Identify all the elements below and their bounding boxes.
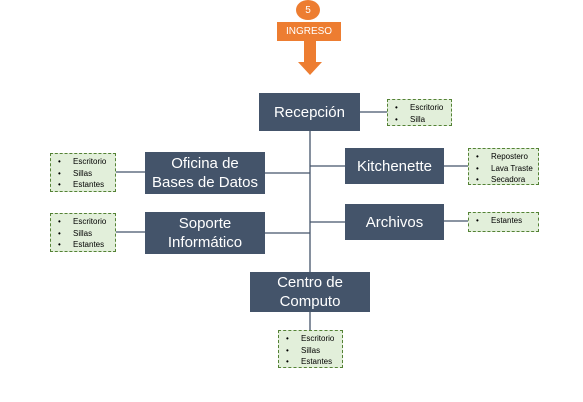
furniture-item: Escritorio <box>55 156 111 168</box>
furniture-item: Sillas <box>283 345 338 357</box>
furniture-item: Estantes <box>473 215 534 227</box>
furniture-item: Escritorio <box>283 333 338 345</box>
entry-arrow-shaft <box>304 41 316 64</box>
room-centro-label-line1: Centro de <box>277 274 343 291</box>
furniture-note-soporte: Escritorio Sillas Estantes <box>50 213 116 252</box>
room-kitchenette: Kitchenette <box>345 148 444 184</box>
room-oficina-label-line1: Oficina de <box>171 155 239 172</box>
furniture-note-kitchenette: Repostero Lava Traste Secadora <box>468 148 539 185</box>
furniture-item: Lava Traste <box>473 163 534 175</box>
furniture-item: Estantes <box>283 356 338 368</box>
room-kitchenette-label: Kitchenette <box>356 157 433 175</box>
entry-label: INGRESO <box>277 22 341 41</box>
step-number-badge: 5 <box>296 0 320 20</box>
furniture-item: Sillas <box>55 228 111 240</box>
furniture-item: Estantes <box>55 179 111 191</box>
room-soporte-informatico: Soporte Informático <box>145 212 265 254</box>
room-recepcion: Recepción <box>259 93 360 131</box>
room-recepcion-label: Recepción <box>274 103 345 121</box>
room-soporte-label-line1: Soporte <box>178 215 232 232</box>
furniture-note-centro: Escritorio Sillas Estantes <box>278 330 343 368</box>
room-centro-label-line2: Computo <box>279 293 341 310</box>
furniture-item: Escritorio <box>392 102 447 114</box>
furniture-note-archivos: Estantes <box>468 212 539 232</box>
furniture-item: Secadora <box>473 174 534 186</box>
furniture-note-recepcion: Escritorio Silla <box>387 99 452 126</box>
furniture-item: Estantes <box>55 239 111 251</box>
furniture-note-oficina: Escritorio Sillas Estantes <box>50 153 116 192</box>
furniture-item: Sillas <box>55 168 111 180</box>
room-oficina-label-line2: Bases de Datos <box>152 174 258 191</box>
entry-arrow-head <box>298 62 322 75</box>
room-centro-de-computo: Centro de Computo <box>250 272 370 312</box>
furniture-item: Escritorio <box>55 216 111 228</box>
room-archivos-label: Archivos <box>365 213 424 231</box>
furniture-item: Repostero <box>473 151 534 163</box>
room-archivos: Archivos <box>345 204 444 240</box>
room-soporte-label-line2: Informático <box>167 234 243 251</box>
room-oficina-bases-de-datos: Oficina de Bases de Datos <box>145 152 265 194</box>
furniture-item: Silla <box>392 114 447 126</box>
